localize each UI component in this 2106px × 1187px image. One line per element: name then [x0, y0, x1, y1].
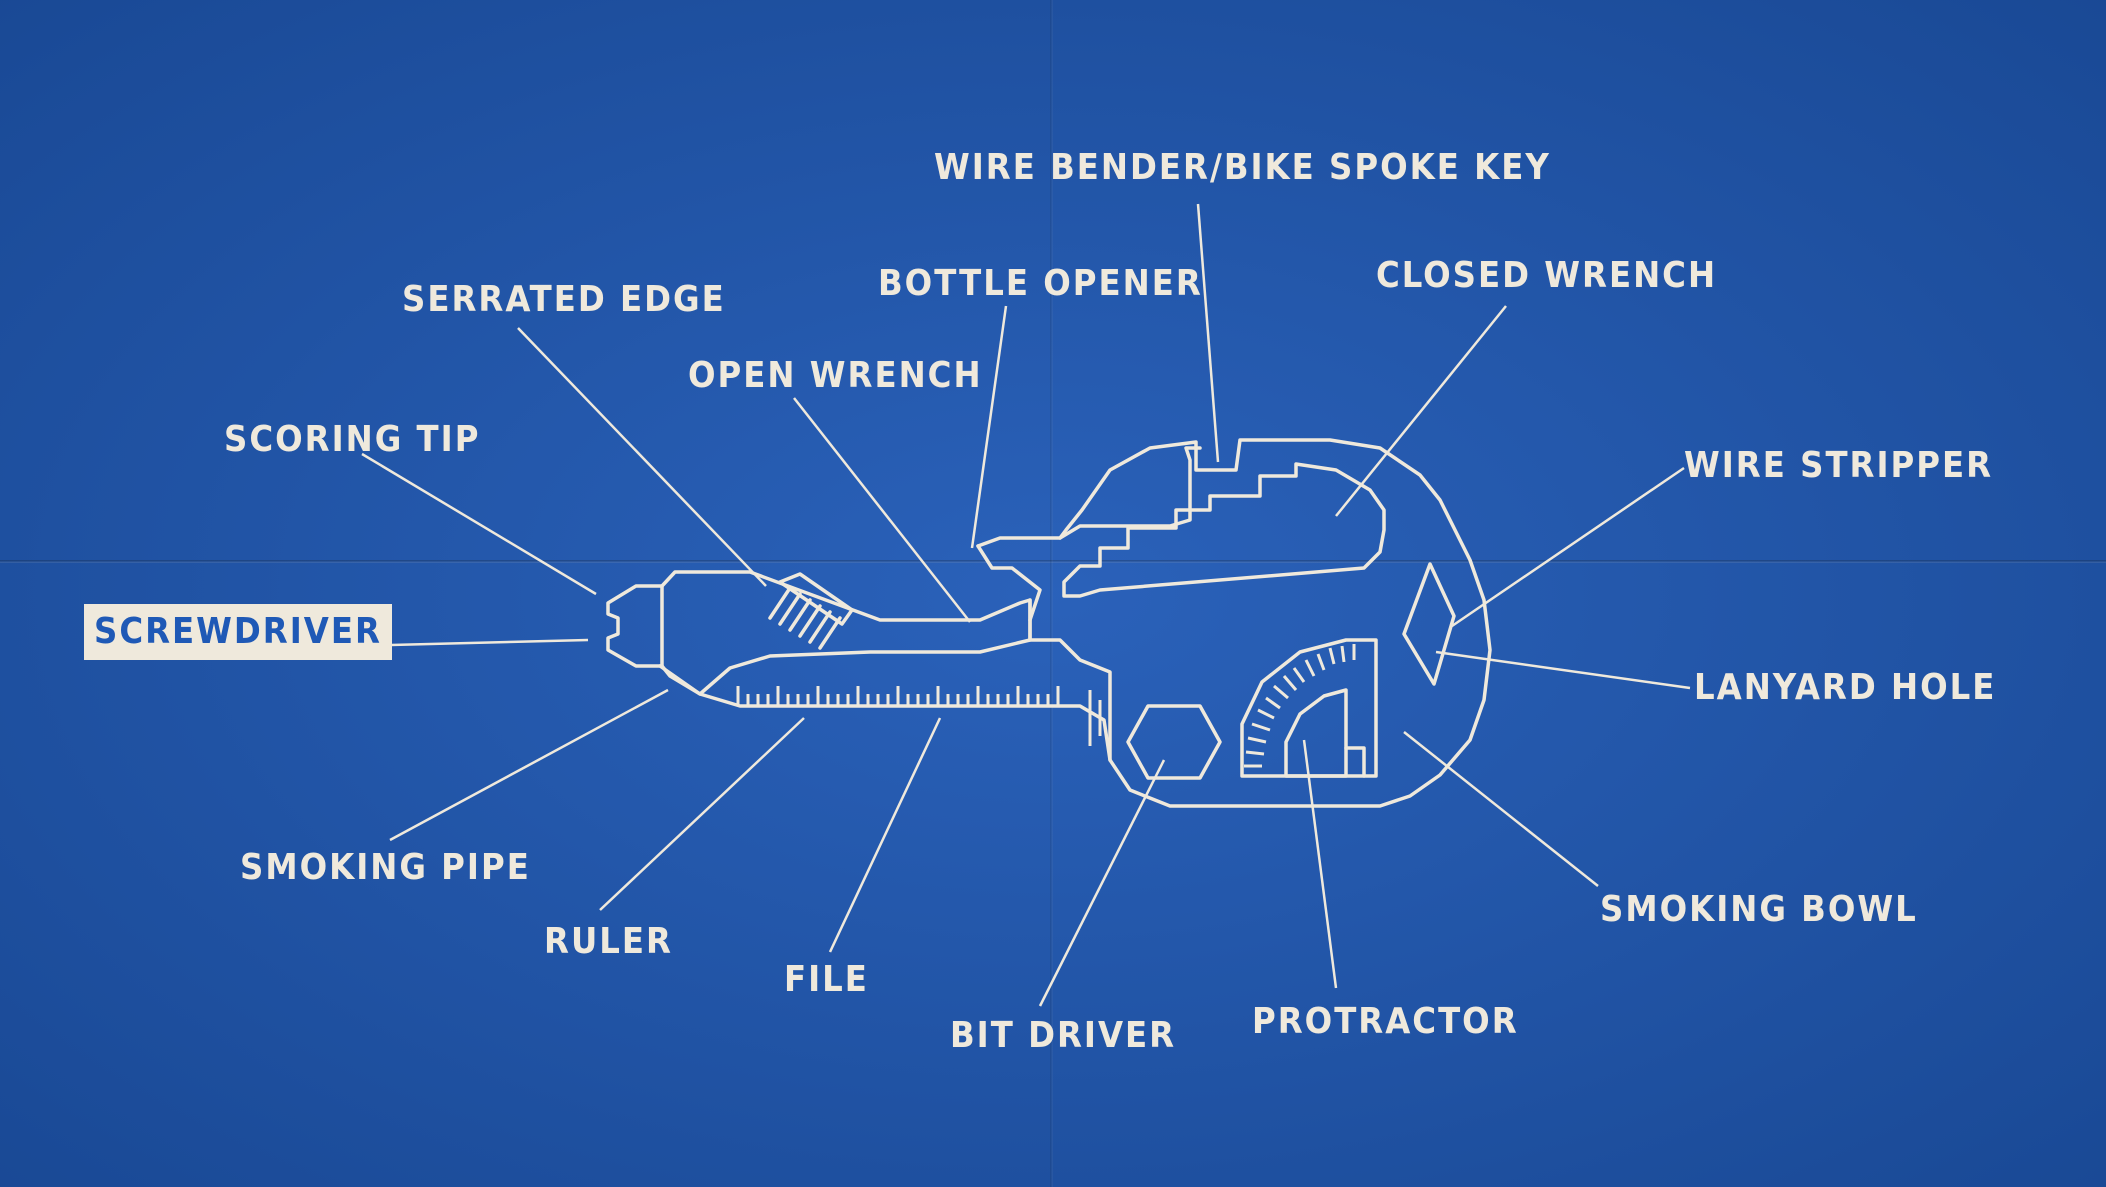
- protractor-inner: [1284, 688, 1348, 778]
- leader-lines: [351, 203, 1691, 1007]
- leader-smoking-bowl: [1403, 731, 1599, 887]
- leader-wire-stripper: [1451, 466, 1685, 628]
- smoking-pipe-stem: [658, 664, 1112, 762]
- label-wire-bender: WIRE BENDER/BIKE SPOKE KEY: [934, 147, 1551, 188]
- paper-fold-horizontal: [0, 560, 2106, 563]
- label-screwdriver: SCREWDRIVER: [84, 604, 392, 660]
- label-smoking-bowl: SMOKING BOWL: [1600, 889, 1918, 930]
- closed-wrench-outline: [1062, 462, 1386, 598]
- leader-serrated-edge: [517, 327, 767, 587]
- paper-fold-vertical: [1050, 0, 1053, 1187]
- screwdriver-tip-outline: [606, 584, 664, 668]
- blade-outline: [660, 570, 1032, 696]
- leader-bit-driver: [1038, 759, 1166, 1007]
- label-scoring-tip: SCORING TIP: [224, 419, 481, 460]
- leader-protractor: [1302, 739, 1338, 989]
- bit-driver-hex: [1126, 704, 1222, 780]
- leader-closed-wrench: [1335, 305, 1507, 517]
- open-wrench-outline: [976, 446, 1202, 548]
- label-file: FILE: [784, 959, 869, 1000]
- label-bottle-opener: BOTTLE OPENER: [878, 263, 1203, 304]
- leader-file: [828, 717, 942, 953]
- label-ruler: RULER: [544, 921, 673, 962]
- serrated-edge-outline: [778, 572, 854, 626]
- ruler-ticks: [736, 686, 1112, 746]
- serrated-teeth: [768, 586, 842, 650]
- leader-open-wrench: [793, 397, 971, 623]
- leader-ruler: [599, 717, 805, 911]
- label-open-wrench: OPEN WRENCH: [688, 355, 983, 396]
- leader-wire-bender: [1196, 203, 1220, 463]
- protractor-square: [1344, 746, 1366, 778]
- wire-stripper-outline: [1402, 562, 1456, 686]
- label-closed-wrench: CLOSED WRENCH: [1376, 255, 1718, 296]
- label-smoking-pipe: SMOKING PIPE: [240, 847, 531, 888]
- label-wire-stripper: WIRE STRIPPER: [1684, 445, 1994, 486]
- label-serrated-edge: SERRATED EDGE: [402, 279, 726, 320]
- leader-bottle-opener: [970, 305, 1008, 549]
- leader-smoking-pipe: [389, 688, 669, 842]
- protractor-ticks: [1244, 644, 1356, 768]
- label-protractor: PROTRACTOR: [1252, 1001, 1519, 1042]
- label-lanyard-hole: LANYARD HOLE: [1694, 667, 1997, 708]
- label-bit-driver: BIT DRIVER: [950, 1015, 1177, 1056]
- leader-scoring-tip: [361, 452, 597, 596]
- leader-lanyard-hole: [1435, 650, 1691, 690]
- protractor-outline: [1240, 638, 1378, 778]
- bottle-opener-notch: [976, 544, 1042, 622]
